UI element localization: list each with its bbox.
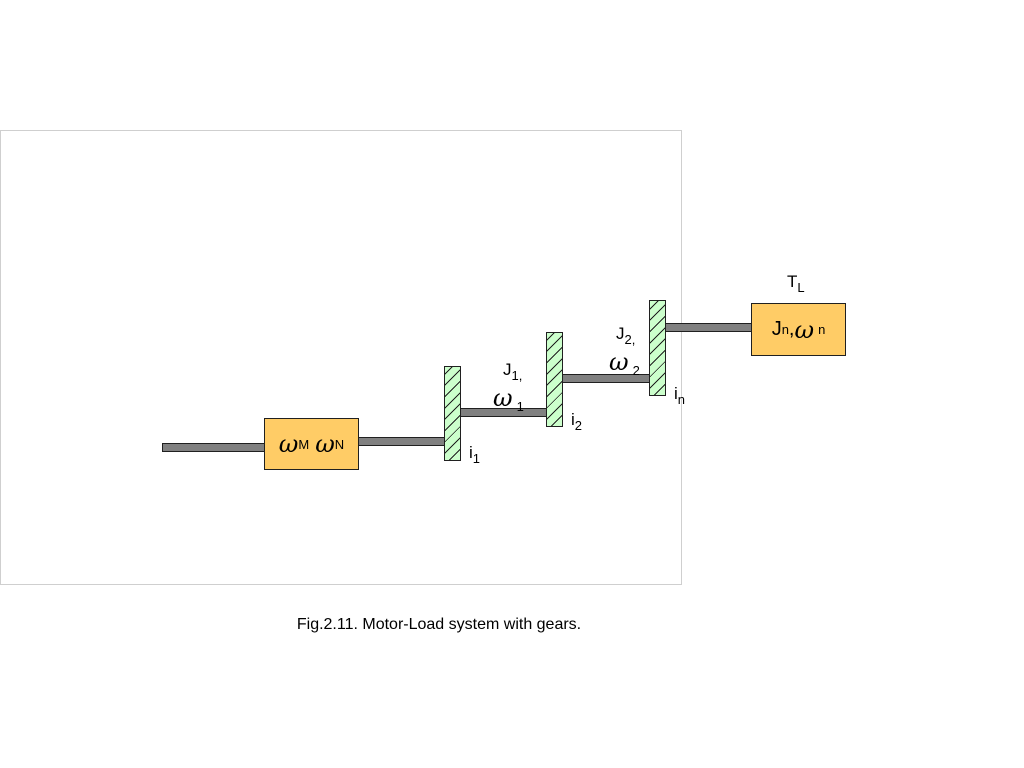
diagram-frame: [0, 130, 682, 585]
stage-1-inertia-subscript: 1,: [511, 368, 523, 383]
stage-1-omega-subscript: 1: [516, 399, 524, 414]
shaft-motor-to-gear-1: [357, 437, 445, 446]
stage-1-inertia-symbol: J: [503, 360, 512, 379]
gear-ratio-1-label: i1: [469, 444, 480, 465]
load-omega-subscript: n: [818, 322, 826, 337]
stage-2-omega-symbol: ω: [609, 348, 629, 376]
load-inertia-subscript: n: [781, 322, 789, 337]
gear-ratio-2-label: i2: [571, 411, 582, 432]
load-inertia-symbol: J: [771, 318, 782, 340]
motor-omega-subscript: M: [298, 436, 310, 452]
stage-2-inertia-label: J2,: [616, 325, 635, 346]
load-separator: ,: [788, 318, 795, 340]
figure-caption: Fig.2.11. Motor-Load system with gears.: [296, 616, 582, 633]
nominal-omega-subscript: N: [334, 436, 345, 452]
motor-input-shaft: [162, 443, 266, 452]
load-torque-subscript: L: [797, 280, 805, 295]
gear-ratio-1-subscript: 1: [472, 451, 481, 466]
stage-1-inertia-label: J1,: [503, 361, 522, 382]
load-torque-label: TL: [787, 273, 805, 294]
gear-1: [444, 366, 461, 461]
nominal-omega-symbol: ω: [315, 430, 335, 458]
gear-ratio-2-subscript: 2: [574, 418, 583, 433]
stage-1-omega-symbol: ω: [493, 384, 513, 412]
stage-2-omega-subscript: 2: [632, 363, 640, 378]
gear-ratio-n-label: in: [674, 385, 685, 406]
gear-n: [649, 300, 666, 396]
load-omega-symbol: ω: [794, 315, 815, 344]
gear-2: [546, 332, 563, 427]
gear-ratio-n-symbol: i: [674, 384, 678, 403]
gear-ratio-n-subscript: n: [677, 392, 686, 407]
shaft-gear-n-to-load: [665, 323, 752, 332]
gear-ratio-2-symbol: i: [571, 410, 575, 429]
gear-ratio-1-symbol: i: [469, 443, 473, 462]
stage-2-inertia-subscript: 2,: [624, 332, 636, 347]
motor-omega-symbol: ω: [278, 430, 299, 458]
load-torque-symbol: T: [787, 272, 798, 291]
stage-2-inertia-symbol: J: [616, 324, 625, 343]
